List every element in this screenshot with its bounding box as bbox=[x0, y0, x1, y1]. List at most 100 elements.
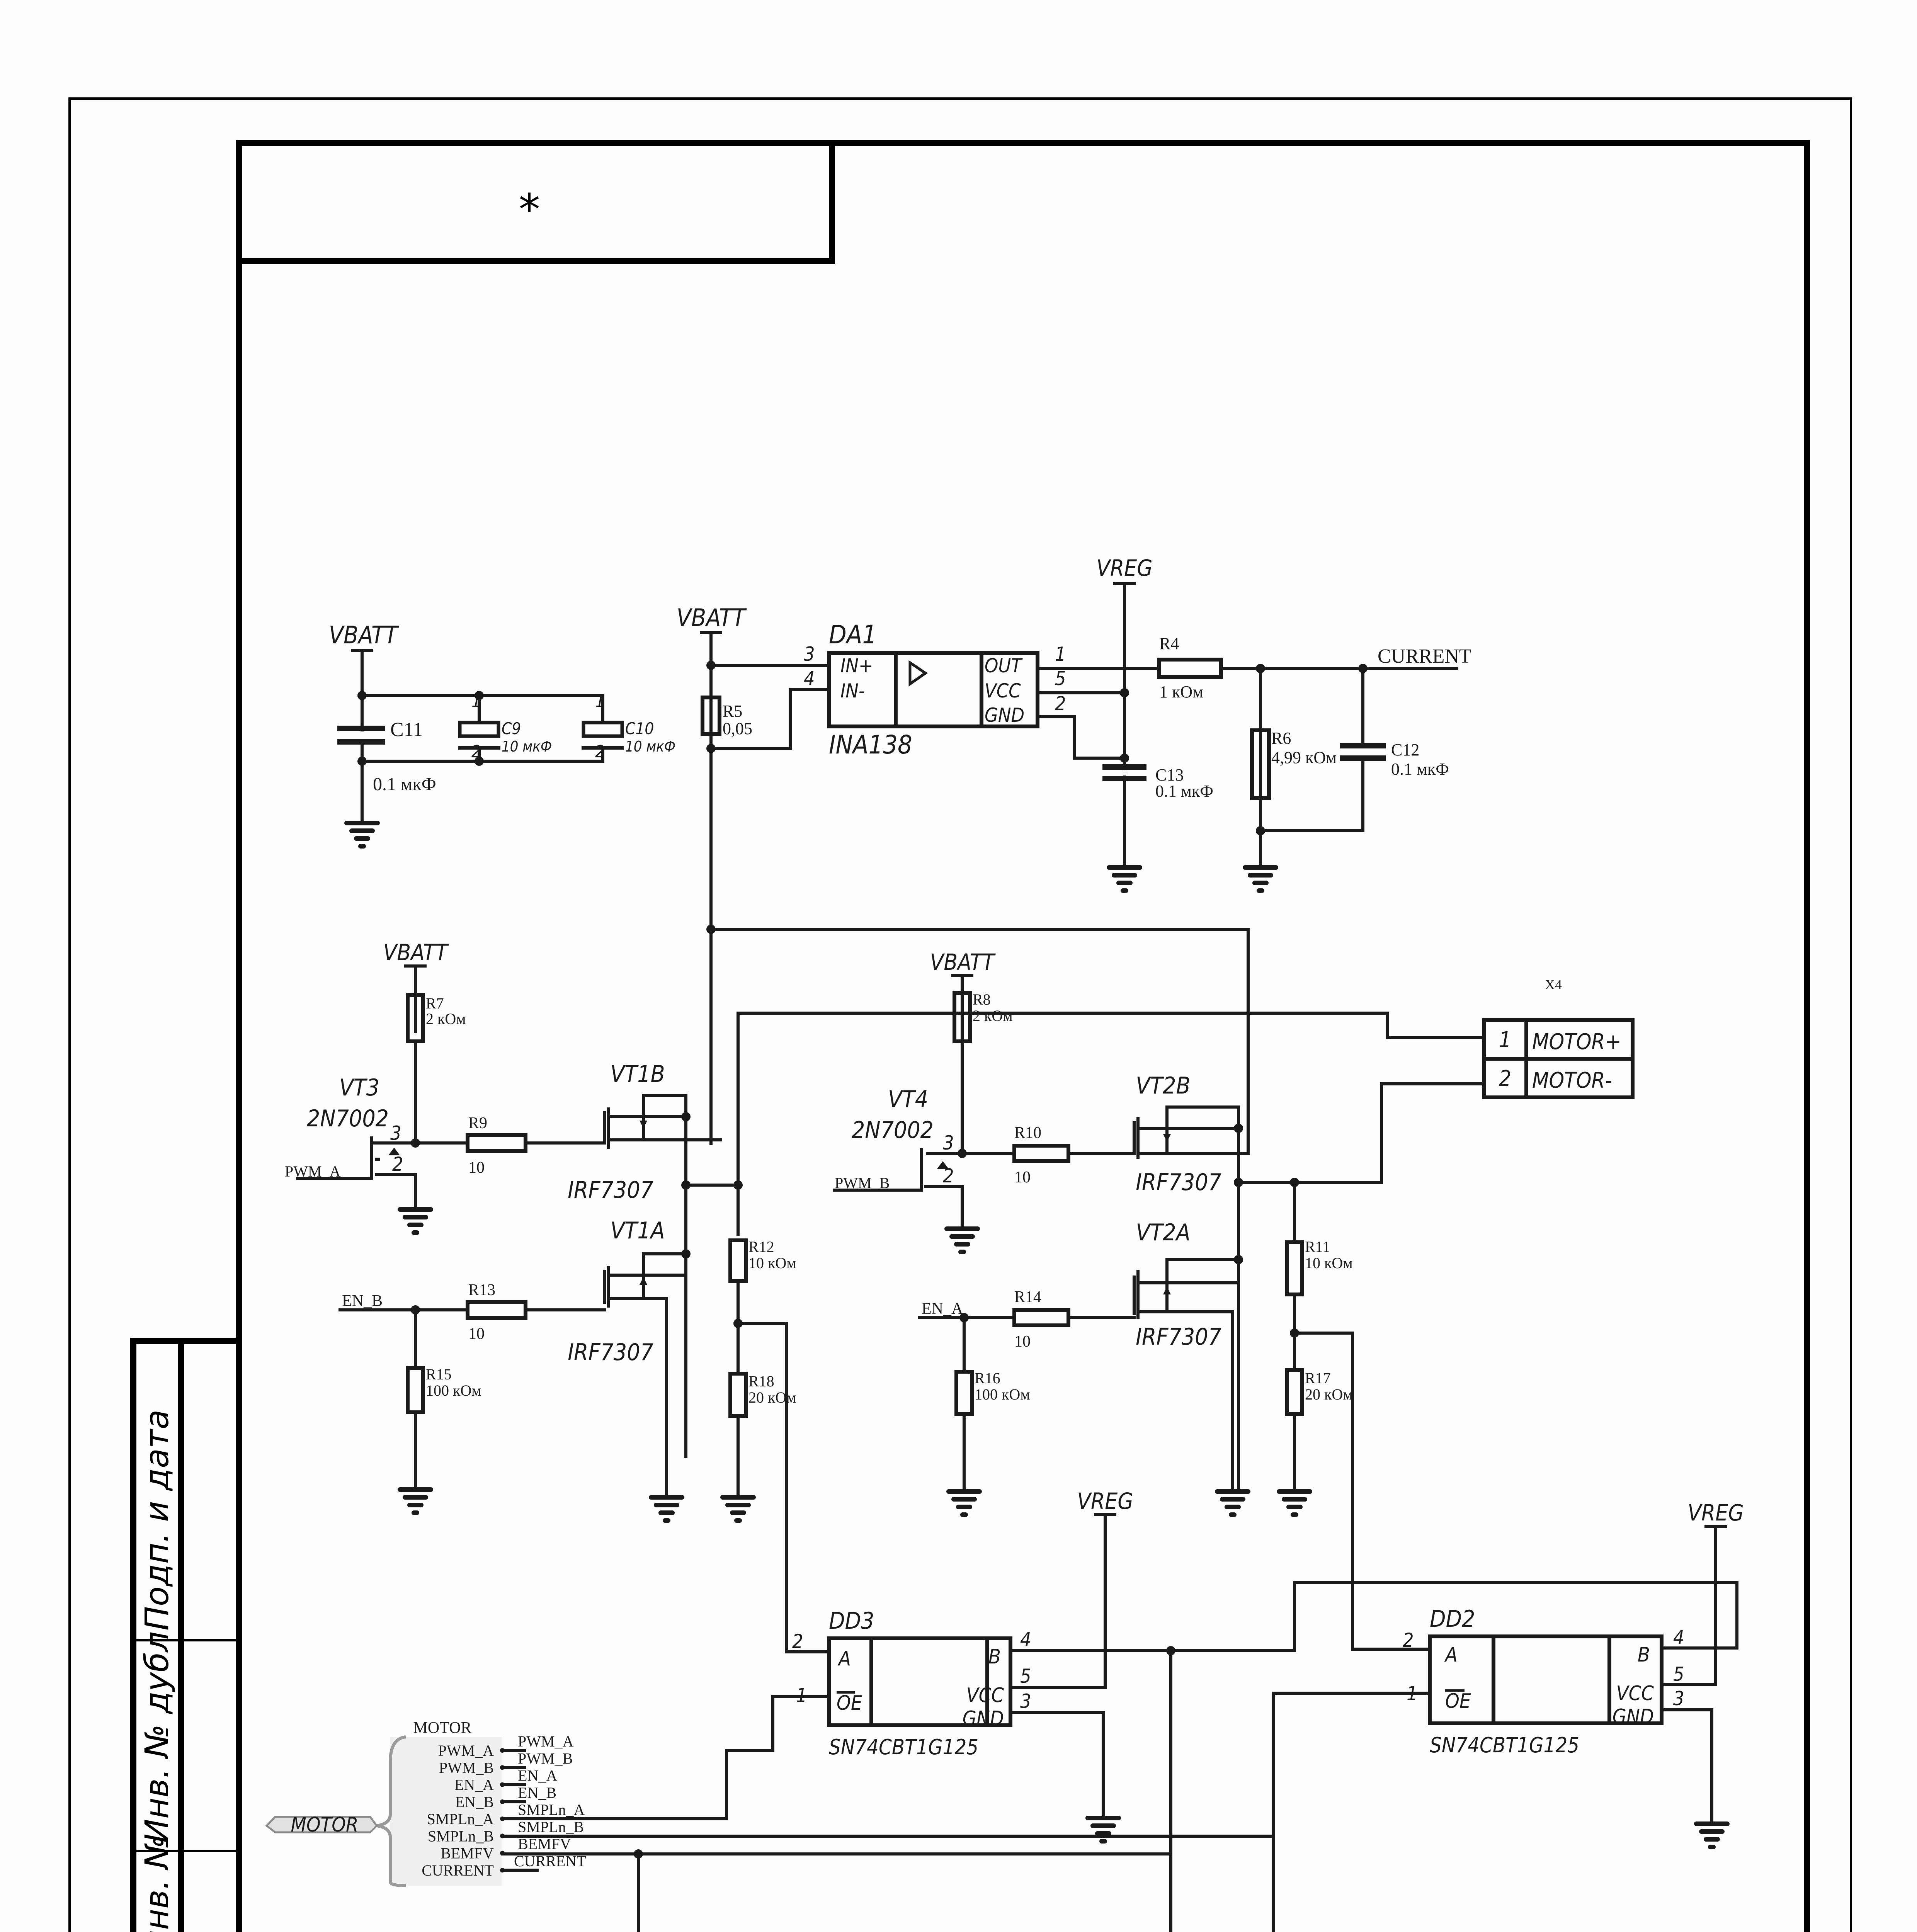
x4-pin-num: 2 bbox=[1499, 1066, 1511, 1091]
c10-ref: C10 bbox=[625, 719, 654, 738]
ground-symbol bbox=[398, 1207, 433, 1235]
resistor-r9: R9 10 bbox=[466, 1114, 527, 1177]
vt3-part: 2N7002 bbox=[307, 1105, 389, 1132]
da1-pin-num: 5 bbox=[1055, 667, 1066, 690]
sampling-switches: DD3 SN74CBT1G125 A OE B VCC GND 2 1 4 5 … bbox=[771, 1488, 1744, 1932]
ic-dd2: DD2 SN74CBT1G125 A OE B VCC GND 2 1 4 5 … bbox=[1403, 1605, 1684, 1757]
da1-pin-name: GND bbox=[985, 704, 1024, 726]
dd3-ref: DD3 bbox=[829, 1607, 874, 1634]
r13-ref: R13 bbox=[468, 1281, 495, 1299]
c12-ref: C12 bbox=[1391, 740, 1419, 759]
vt4-pin-s: 2 bbox=[943, 1165, 954, 1187]
amplifier-icon bbox=[908, 660, 928, 687]
da1-part: INA138 bbox=[829, 730, 912, 760]
dd3-pin-num: 4 bbox=[1020, 1628, 1031, 1651]
side-stamp: Подп. и дата Инв. № дубл. Взам. инв. № П… bbox=[130, 1338, 242, 1932]
da1-pin-name: OUT bbox=[985, 655, 1023, 677]
r10-value: 10 bbox=[1014, 1168, 1031, 1186]
r4-ref: R4 bbox=[1159, 634, 1179, 653]
bus-entries: PWM_APWM_APWM_BPWM_BEN_AEN_AEN_BEN_BSMPL… bbox=[422, 1733, 586, 1879]
r6-ref: R6 bbox=[1271, 729, 1291, 748]
ground-symbol bbox=[1694, 1821, 1730, 1849]
x4-pin-name: MOTOR- bbox=[1532, 1068, 1612, 1093]
dd3-pin-num: 2 bbox=[792, 1630, 803, 1653]
r12-value: 10 кОм bbox=[748, 1254, 796, 1272]
bus-port-label: MOTOR bbox=[291, 1813, 358, 1837]
da1-pin-num: 3 bbox=[804, 643, 815, 665]
bus-net-label: BEMFV bbox=[518, 1835, 571, 1853]
x4-ref: X4 bbox=[1545, 977, 1562, 992]
bus-net-label: SMPLn_A bbox=[518, 1801, 585, 1818]
r8-value: 2 кОм bbox=[973, 1007, 1013, 1024]
mosfet-vt2a: VT2A IRF7307 bbox=[1133, 1219, 1243, 1493]
drawing-frame: * bbox=[68, 97, 1852, 1932]
dd2-pin-name: B bbox=[1638, 1643, 1650, 1667]
net-label-vreg: VREG bbox=[1687, 1500, 1744, 1526]
net-label-vbatt: VBATT bbox=[383, 939, 449, 966]
dd2-pin-num: 3 bbox=[1673, 1687, 1684, 1710]
dd2-pin-num: 5 bbox=[1673, 1663, 1684, 1685]
c13-ref: C13 bbox=[1155, 765, 1184, 784]
vt4-gate-net: PWM_B bbox=[835, 1174, 890, 1192]
net-label-vreg: VREG bbox=[1096, 555, 1152, 581]
resistor-r17: R17 20 кОм bbox=[1285, 1368, 1353, 1416]
r14-ref: R14 bbox=[1014, 1288, 1041, 1306]
mosfet-vt1a: VT1A IRF7307 bbox=[568, 1217, 691, 1499]
net-label-vbatt: VBATT bbox=[677, 604, 747, 632]
ground-symbol bbox=[398, 1487, 433, 1515]
mosfet-vt3: VT3 2N7002 3 2 PWM_A bbox=[285, 1074, 417, 1211]
r16-ref: R16 bbox=[975, 1369, 1000, 1387]
capacitor-c12: C12 0.1 мкФ bbox=[1340, 740, 1449, 779]
c13-value: 0.1 мкФ bbox=[1155, 782, 1213, 801]
connector-x4: X4 1 2 MOTOR+ MOTOR- bbox=[1482, 977, 1635, 1099]
resistor-r11: R11 10 кОм bbox=[1285, 1238, 1353, 1296]
vt2a-ref: VT2A bbox=[1136, 1219, 1190, 1246]
dd3-pin-name: A bbox=[837, 1647, 851, 1670]
vt4-ref: VT4 bbox=[888, 1086, 928, 1113]
ground-symbol bbox=[1085, 1816, 1121, 1844]
bus-net-label: EN_A bbox=[518, 1767, 557, 1784]
resistor-r13: R13 10 bbox=[466, 1281, 527, 1343]
net-label-current: CURRENT bbox=[1378, 645, 1471, 667]
resistor-r4: R4 1 кОм bbox=[1157, 634, 1223, 701]
resistor-r12: R12 10 кОм bbox=[728, 1238, 796, 1283]
ground-symbol bbox=[344, 821, 380, 849]
bus-pin-label: CURRENT bbox=[422, 1862, 494, 1879]
side-stamp-label: Подп. и дата bbox=[138, 1410, 176, 1631]
r4-value: 1 кОм bbox=[1159, 682, 1203, 701]
c9-ref: C9 bbox=[502, 719, 521, 738]
bus-port-icon[interactable] bbox=[265, 1816, 378, 1833]
bus-pin-label: EN_A bbox=[454, 1776, 494, 1794]
c9-value: 10 мкФ bbox=[502, 738, 552, 755]
vt3-pin-s: 2 bbox=[392, 1153, 403, 1175]
ground-symbol bbox=[1215, 1489, 1250, 1517]
ic-dd3: DD3 SN74CBT1G125 A OE B VCC GND 2 1 4 5 … bbox=[792, 1607, 1031, 1759]
mosfet-vt2b: VT2B IRF7307 bbox=[1133, 1072, 1250, 1491]
da1-pin-num: 1 bbox=[1055, 643, 1066, 665]
dd3-pin-num: 5 bbox=[1020, 1665, 1031, 1687]
r11-value: 10 кОм bbox=[1305, 1254, 1353, 1272]
capacitor-c10: 1 2 C10 10 мкФ bbox=[582, 692, 675, 763]
dd3-pin-name: GND bbox=[963, 1707, 1004, 1730]
c9-pin2: 2 bbox=[471, 742, 481, 762]
r18-value: 20 кОм bbox=[748, 1389, 796, 1406]
motor-bus: MOTOR MOTOR PWM_APWM_APWM_BPWM_BEN_AEN_A… bbox=[265, 1648, 1275, 1932]
vt1b-ref: VT1B bbox=[610, 1061, 665, 1088]
r14-value: 10 bbox=[1014, 1333, 1031, 1350]
vt1b-part: IRF7307 bbox=[568, 1177, 653, 1204]
da1-pin-name: VCC bbox=[985, 680, 1021, 702]
bus-pin-label: SMPLn_B bbox=[428, 1827, 494, 1845]
r13-value: 10 bbox=[468, 1325, 485, 1343]
resistor-r6: R6 4,99 кОм bbox=[1250, 728, 1337, 800]
vt4-pin-d: 3 bbox=[943, 1132, 954, 1154]
dd3-pin-name: OE bbox=[837, 1692, 862, 1715]
ground-symbol bbox=[946, 1489, 982, 1517]
r5-ref: R5 bbox=[723, 702, 742, 721]
current-sense: VBATT R5 0,05 DA1 INA138 IN+ IN- OUT VCC… bbox=[677, 555, 1471, 923]
da1-pin-name: IN+ bbox=[840, 655, 873, 677]
bus-pin-label: PWM_B bbox=[439, 1759, 494, 1776]
ground-symbol bbox=[720, 1495, 756, 1523]
c10-pin1: 1 bbox=[595, 692, 605, 711]
c11-ref: C11 bbox=[390, 719, 423, 741]
